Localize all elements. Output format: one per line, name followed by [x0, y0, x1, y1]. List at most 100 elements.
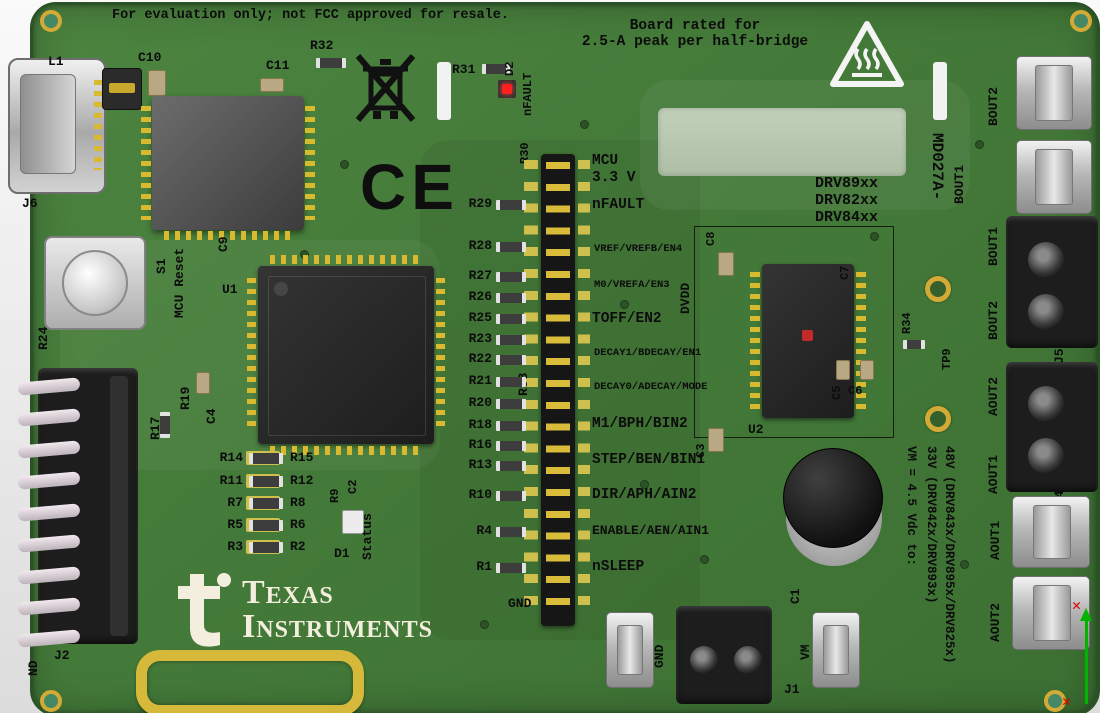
ce-mark: CE: [360, 151, 459, 223]
cad-arrow-axis: [1085, 620, 1088, 704]
resistor-component: [496, 421, 526, 431]
refdes-j6: J6: [22, 196, 38, 211]
output-pad-bout1-top: [1016, 140, 1092, 214]
u2-pins-left: [750, 272, 760, 412]
refdes-r27: R27: [468, 268, 492, 283]
refdes-r23: R23: [468, 331, 492, 346]
label-sticker: [658, 108, 906, 176]
label-status: Status: [360, 513, 375, 560]
via: [960, 560, 969, 569]
via: [620, 300, 629, 309]
resistor-component: [496, 272, 526, 282]
refdes-c10: C10: [138, 50, 162, 65]
refdes-r6: R6: [290, 517, 306, 532]
resistor-component: [249, 476, 283, 487]
fiducial-bar: [437, 62, 451, 120]
debug-ic-pins-right: [305, 106, 315, 220]
label-mcu: MCU: [592, 153, 619, 169]
signal-decay1: DECAY1/BDECAY/EN1: [594, 347, 702, 359]
signal-dir: DIR/APH/AIN2: [592, 487, 697, 503]
refdes-r15: R15: [290, 450, 314, 465]
via: [870, 232, 879, 241]
pad-bar: [1035, 149, 1073, 205]
status-led-d1: [342, 510, 364, 534]
resistor-component: [496, 314, 526, 324]
vm-note-line3: 48V (DRV843x/DRV895x/DRV825x): [942, 446, 956, 664]
signal-enable: ENABLE/AEN/AIN1: [592, 523, 710, 538]
connector-j2-shroud: [110, 376, 128, 636]
refdes-c8: C8: [704, 231, 718, 246]
weee-bin-icon: [354, 52, 420, 129]
refdes-u1: U1: [222, 282, 238, 297]
refdes-r4: R4: [476, 523, 492, 538]
refdes-c5: C5: [830, 385, 844, 400]
vm-note-line2: 33V (DRV842x/DRV893x): [924, 446, 938, 604]
signal-nfault: nFAULT: [592, 197, 645, 213]
refdes-d2: D2: [503, 61, 517, 76]
refdes-r21: R21: [468, 373, 492, 388]
test-point: [925, 276, 951, 302]
cad-x-marker-bottom: ✕: [1062, 694, 1072, 711]
terminal-hole: [1028, 242, 1064, 278]
terminal-hole: [1028, 386, 1064, 422]
signal-vref: VREF/VREFB/EN4: [594, 243, 683, 255]
refdes-r11: R11: [219, 473, 243, 488]
cad-arrow-head: [1080, 608, 1092, 621]
refdes-c11: C11: [266, 58, 290, 73]
resistor-component: [249, 520, 283, 531]
capacitor-c11: [260, 78, 284, 92]
capacitor-c5: [836, 360, 850, 380]
mounting-screw: [1044, 690, 1066, 712]
signal-step: STEP/BEN/BIN1: [592, 452, 706, 468]
hot-surface-warning-icon: [828, 18, 906, 95]
resistor-component: [496, 527, 526, 537]
pad-bar: [1035, 65, 1073, 121]
ti-bug-mark: [802, 330, 813, 341]
mcu-pins-top: [270, 255, 422, 264]
resistor-component: [496, 355, 526, 365]
device-name-3: DRV84xx: [814, 209, 878, 226]
pin1-dimple: [274, 282, 288, 296]
debug-ic-pins-bottom: [164, 231, 292, 240]
refdes-r31: R31: [452, 62, 476, 77]
resistor-component: [496, 441, 526, 451]
debug-ic-pins-left: [141, 106, 151, 220]
label-mcu-reset: MCU Reset: [172, 247, 187, 318]
refdes-r13: R13: [468, 457, 492, 472]
refdes-r32: R32: [310, 38, 334, 53]
terminal-hole: [1028, 438, 1064, 474]
vm-terminal-pad: [812, 612, 860, 688]
resistor-component: [160, 412, 170, 438]
terminal-hole: [734, 646, 762, 674]
usb-opening: [20, 74, 76, 174]
resistor-component: [249, 453, 283, 464]
capacitor-c3: [708, 428, 724, 452]
refdes-c1: C1: [788, 588, 803, 604]
refdes-r5: R5: [227, 517, 243, 532]
refdes-c2: C2: [346, 479, 360, 494]
mcu-pins-right: [436, 278, 445, 432]
signal-toff: TOFF/EN2: [592, 311, 662, 327]
refdes-r12: R12: [290, 473, 314, 488]
rating-line1: Board rated for: [629, 18, 761, 34]
resistor-r32: [316, 58, 346, 68]
mcu-pins-bottom: [270, 446, 422, 455]
capacitor-c1: [783, 448, 883, 548]
capacitor-c10: [148, 70, 166, 96]
u2-pins-right: [856, 272, 866, 412]
label-bout1-top: BOUT1: [952, 164, 967, 204]
refdes-r34: R34: [900, 312, 914, 334]
label-gnd-jumper: ND: [26, 660, 41, 676]
refdes-r8: R8: [290, 495, 306, 510]
refdes-r7: R7: [227, 495, 243, 510]
fault-led-d2: [498, 80, 516, 98]
ti-logo-icon: [170, 570, 234, 655]
terminal-hole: [1028, 294, 1064, 330]
driver-ic-u2: [762, 264, 854, 418]
refdes-u2: U2: [748, 422, 764, 437]
terminal-hole: [690, 646, 718, 674]
resistor-r34: [903, 340, 925, 349]
signal-m1: M1/BPH/BIN2: [592, 416, 688, 432]
test-point-tp9: [925, 406, 951, 432]
